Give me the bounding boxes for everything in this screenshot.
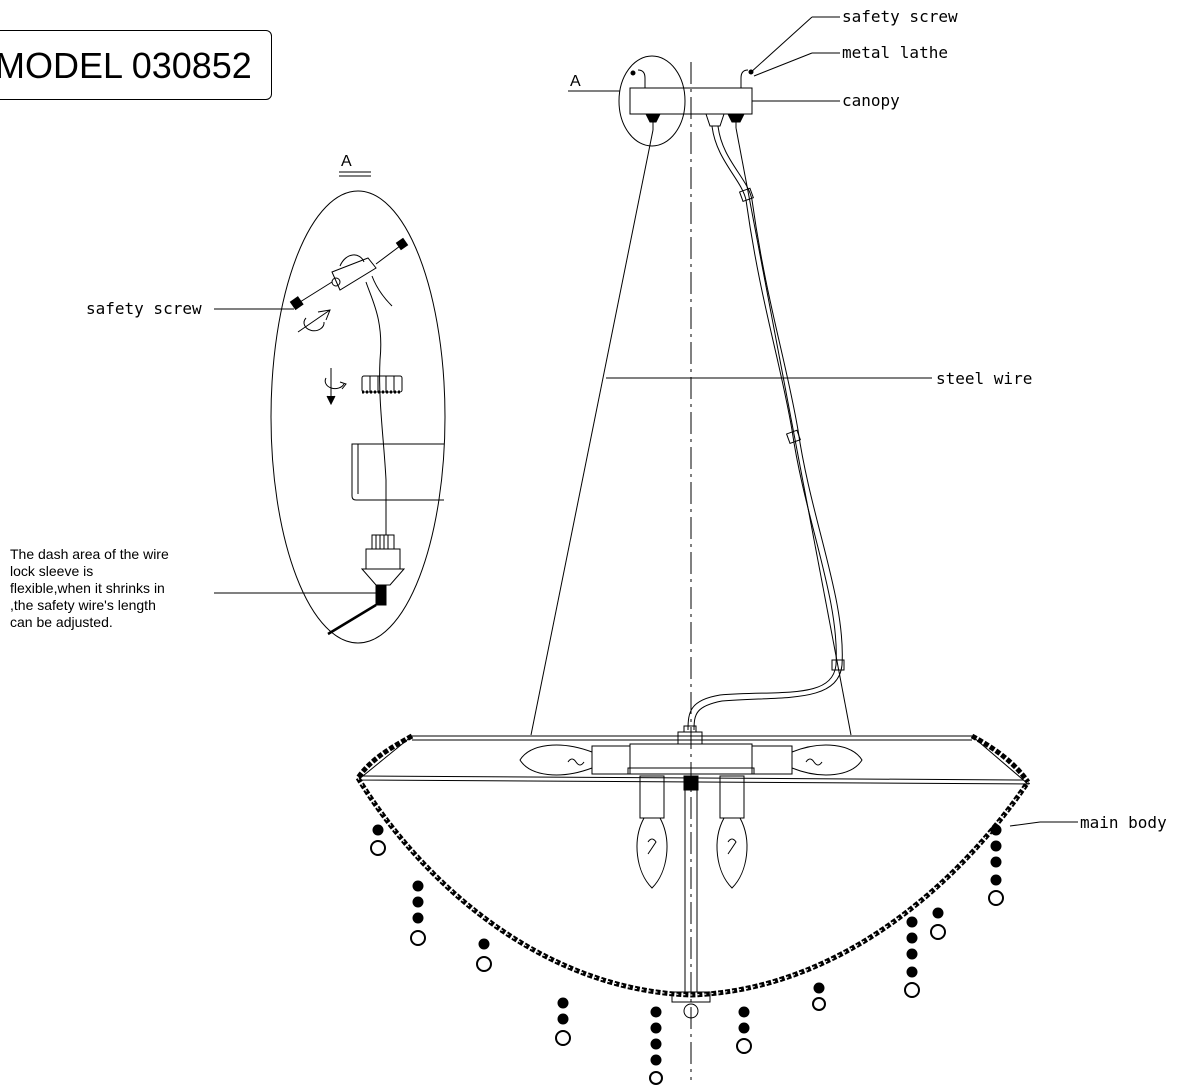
note-line: ,the safety wire's length <box>10 597 156 613</box>
nut-icon <box>361 375 403 394</box>
label-main-body: main body <box>1009 813 1167 832</box>
crystal-strand <box>812 982 826 1011</box>
crystal-strand <box>736 1006 752 1054</box>
crystal-strand <box>904 916 920 998</box>
wire-lock-sleeve <box>327 534 406 636</box>
rotate-down-icon <box>324 368 347 406</box>
safety-wire <box>365 281 387 535</box>
detail-a-view: A <box>270 153 446 644</box>
crystal-strand <box>476 938 492 972</box>
power-cord <box>687 125 837 731</box>
crystal-strand <box>555 997 571 1046</box>
bottom-finial <box>683 1003 699 1019</box>
crystal-strand <box>930 907 946 940</box>
crystal-strand <box>370 824 386 856</box>
downward-bulbs <box>636 775 748 889</box>
frame-ring <box>356 735 1030 785</box>
note-line: lock sleeve is <box>10 563 94 579</box>
wire-lock-note: The dash area of the wire lock sleeve is… <box>10 546 225 631</box>
svg-text:canopy: canopy <box>842 91 900 110</box>
svg-text:main body: main body <box>1080 813 1167 832</box>
crystal-strand <box>988 824 1004 906</box>
callout-a: A <box>570 73 581 90</box>
horizontal-bulbs <box>519 744 863 776</box>
chandelier-main: A <box>355 55 1031 1080</box>
hanger-block <box>299 237 409 307</box>
crystal-drops <box>370 824 1004 1085</box>
note-line: can be adjusted. <box>10 614 113 630</box>
canopy-section <box>351 443 444 501</box>
canopy-fittings <box>630 69 754 130</box>
model-number: MODEL 030852 <box>0 45 252 86</box>
label-steel-wire: steel wire <box>606 369 1032 388</box>
svg-text:safety screw: safety screw <box>842 7 958 26</box>
model-number-box: MODEL 030852 <box>0 30 272 100</box>
svg-text:steel wire: steel wire <box>936 369 1032 388</box>
crystal-strand <box>649 1006 663 1085</box>
label-canopy: canopy <box>752 91 900 110</box>
svg-text:safety screw: safety screw <box>86 299 202 318</box>
note-line: flexible,when it shrinks in <box>10 580 165 596</box>
safety-screw-detail-icon <box>289 296 331 333</box>
detail-a-ellipse <box>270 190 446 644</box>
svg-text:metal lathe: metal lathe <box>842 43 948 62</box>
crystal-strand <box>410 880 426 946</box>
label-safety-screw-top: safety screw <box>749 7 958 74</box>
detail-a-title: A <box>341 153 352 170</box>
label-metal-lathe: metal lathe <box>753 43 948 77</box>
steel-wire-left <box>530 129 654 736</box>
crystal-swag <box>355 776 1031 998</box>
note-line: The dash area of the wire <box>10 546 169 562</box>
label-safety-screw-detail: safety screw <box>86 299 294 318</box>
callout-a-ellipse <box>618 55 686 147</box>
